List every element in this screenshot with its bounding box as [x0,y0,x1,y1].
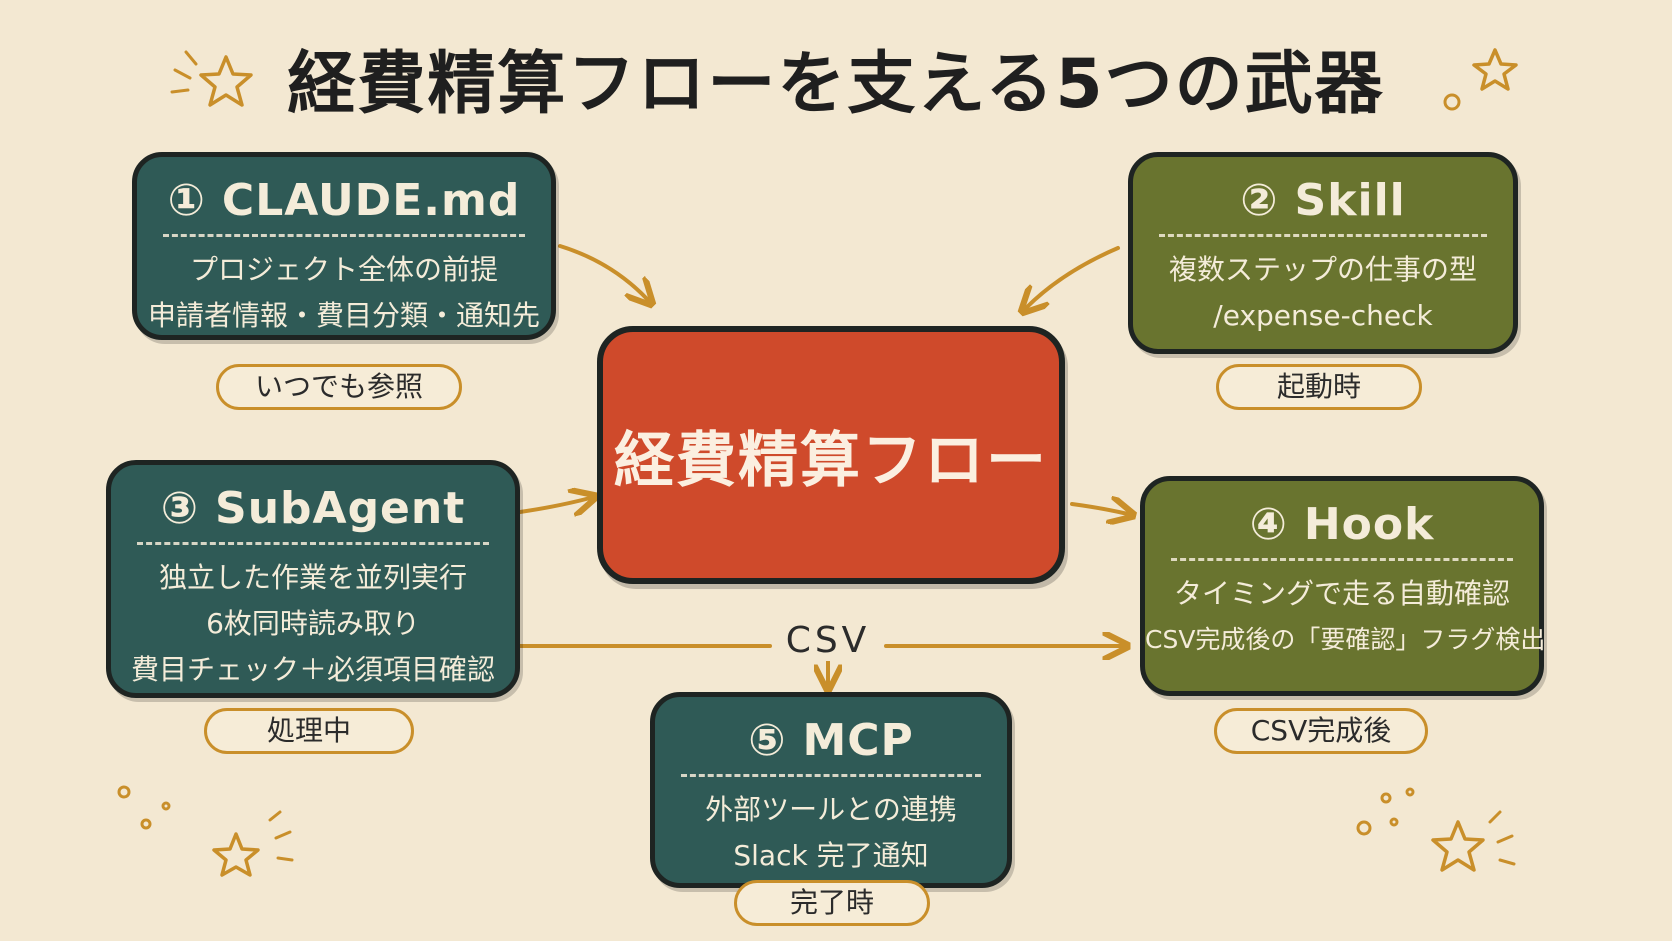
arrow-center-to-hook [1070,504,1128,514]
card-line: CSV完成後の「要確認」フラグ検出 [1145,625,1546,654]
card-line: Slack 完了通知 [733,839,929,872]
card-heading: ⑤ MCP [655,697,1007,774]
card-line: 外部ツールとの連携 [705,793,957,826]
card-line: 申請者情報・費目分類・通知先 [147,299,540,332]
timing-tag: CSV完成後 [1214,708,1428,754]
number-badge: ⑤ [748,715,787,766]
dashed-divider [137,542,489,545]
number-badge: ② [1240,175,1279,226]
number-badge: ④ [1249,499,1288,550]
arrow-claude-to-center [558,244,648,300]
number-badge: ① [167,175,206,226]
card-mcp: ⑤ MCP 外部ツールとの連携 Slack 完了通知 [650,692,1012,888]
card-name: SubAgent [215,483,466,534]
sparkle-lines [170,50,1516,866]
stars [199,48,1518,877]
card-heading: ① CLAUDE.md [137,157,551,234]
timing-tag: いつでも参照 [216,364,462,410]
card-line: 独立した作業を並列実行 [158,561,467,594]
dashed-divider [1171,558,1513,561]
card-skill: ② Skill 複数ステップの仕事の型 /expense-check [1128,152,1518,354]
arrow-subagent-to-center [518,498,590,512]
dots [117,93,1461,836]
star-icon [1472,48,1518,91]
card-name: CLAUDE.md [221,175,521,226]
card-name: MCP [802,715,914,766]
dashed-divider [163,234,525,237]
card-name: Skill [1294,175,1406,226]
star-icon [199,55,253,107]
flow-arrows [518,244,1128,684]
card-claude-md: ① CLAUDE.md プロジェクト全体の前提 申請者情報・費目分類・通知先 [132,152,556,340]
center-node: 経費精算フロー [597,326,1065,584]
card-line: 複数ステップの仕事の型 [1168,253,1477,286]
card-line: 6枚同時読み取り [206,607,420,640]
star-icon [212,832,260,877]
card-heading: ③ SubAgent [111,465,515,542]
card-line: 費目チェック＋必須項目確認 [130,653,495,686]
star-icon [1431,820,1485,872]
timing-tag: 起動時 [1216,364,1422,410]
dashed-divider [681,774,981,777]
card-line: /expense-check [1213,299,1433,332]
timing-tag: 処理中 [204,708,414,754]
timing-tag: 完了時 [734,880,930,926]
card-name: Hook [1303,499,1435,550]
arrow-skill-to-center [1026,246,1120,308]
dashed-divider [1159,234,1487,237]
csv-flow-label: CSV [778,620,878,661]
card-heading: ② Skill [1133,157,1513,234]
card-line: プロジェクト全体の前提 [189,253,498,286]
card-subagent: ③ SubAgent 独立した作業を並列実行 6枚同時読み取り 費目チェック＋必須… [106,460,520,698]
card-line: タイミングで走る自動確認 [1173,577,1510,610]
card-hook: ④ Hook タイミングで走る自動確認 CSV完成後の「要確認」フラグ検出 [1140,476,1546,696]
page-title: 経費精算フローを支える5つの武器 [287,45,1385,124]
number-badge: ③ [160,483,199,534]
card-heading: ④ Hook [1145,481,1539,558]
